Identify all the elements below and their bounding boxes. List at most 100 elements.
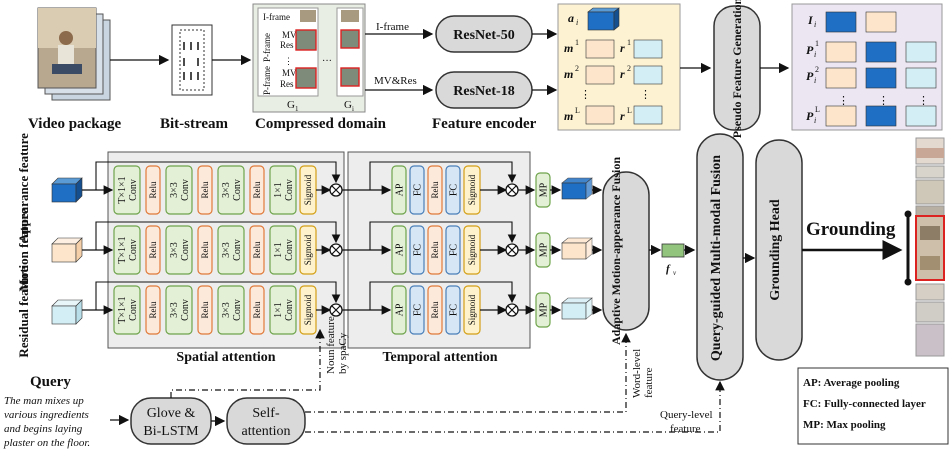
svg-text:r: r — [620, 67, 625, 81]
svg-text:L: L — [575, 106, 580, 115]
residual-ap — [391, 285, 407, 335]
appearance-input-cube — [51, 177, 83, 203]
noun-feature-path — [170, 328, 325, 398]
residual-relu-2-text: Relu — [200, 301, 210, 318]
video-package-icon — [37, 7, 111, 101]
appearance-relu-2-text: Relu — [200, 181, 210, 198]
motion-relu-2-text: Relu — [200, 241, 210, 258]
appearance-conv-t11 — [113, 165, 141, 215]
appearance-ap — [391, 165, 407, 215]
appearance-conv-33b — [217, 165, 245, 215]
temporal-attention-label: Temporal attention — [383, 350, 498, 365]
appearance-fc-2 — [445, 165, 461, 215]
appearance-conv-t11-text: T×1×1Conv — [117, 176, 139, 203]
appearance-fc-1-text: FC — [413, 184, 424, 197]
motion-conv-33a-text: 3×3Conv — [169, 239, 191, 261]
residual-conv-11-text: 1×1Conv — [273, 299, 295, 321]
svg-text:Bi-LSTM: Bi-LSTM — [143, 424, 199, 439]
resnet18-label: ResNet-18 — [453, 84, 514, 99]
motion-relu-t-text: Relu — [430, 241, 440, 258]
svg-text:a: a — [568, 11, 574, 25]
motion-conv-33b — [217, 225, 245, 275]
motion-conv-33a — [165, 225, 193, 275]
compressed-domain-label: Compressed domain — [255, 116, 387, 132]
appearance-relu-3 — [249, 165, 265, 215]
motion-conv-11 — [269, 225, 297, 275]
adaptive-fusion-block — [602, 171, 650, 331]
residual-output-cube — [561, 302, 587, 320]
residual-fc-2-text: FC — [449, 304, 460, 317]
motion-relu-1-text: Relu — [148, 241, 158, 258]
motion-sigmoid-t-text: Sigmoid — [467, 234, 477, 265]
residual-relu-3 — [249, 285, 265, 335]
motion-relu-3 — [249, 225, 265, 275]
motion-fc-2-text: FC — [449, 244, 460, 257]
svg-text:L: L — [815, 105, 820, 114]
fv-feature-block — [661, 243, 685, 258]
svg-text:i: i — [814, 20, 816, 29]
residual-conv-t11-text: T×1×1Conv — [117, 296, 139, 323]
svg-text:m: m — [564, 41, 573, 55]
residual-relu-1 — [145, 285, 161, 335]
svg-text:1: 1 — [295, 105, 299, 113]
legend-fc: FC: Fully-connected layer — [803, 398, 926, 410]
word-level-label-1: Word-level — [631, 349, 643, 398]
svg-text:P: P — [806, 69, 814, 83]
appearance-output-cube — [561, 182, 587, 200]
svg-text:i: i — [352, 105, 354, 113]
residual-fc-2 — [445, 285, 461, 335]
appearance-conv-11 — [269, 165, 297, 215]
svg-text:Self-: Self- — [252, 406, 280, 421]
mvres-arrow-label: MV&Res — [374, 75, 417, 87]
motion-output-cube — [561, 242, 587, 260]
self-attention-block — [226, 397, 306, 445]
residual-relu-t — [427, 285, 443, 335]
query-guided-fusion-block — [696, 133, 744, 381]
motion-relu-1 — [145, 225, 161, 275]
appearance-fc-2-text: FC — [449, 184, 460, 197]
svg-text:⋮: ⋮ — [284, 56, 293, 66]
appearance-relu-t-text: Relu — [430, 181, 440, 198]
residual-conv-33b — [217, 285, 245, 335]
res-tag-2: Res — [280, 79, 294, 89]
motion-fc-1-text: FC — [413, 244, 424, 257]
appearance-fc-1 — [409, 165, 425, 215]
motion-conv-t11-text: T×1×1Conv — [117, 236, 139, 263]
svg-text:Glove &: Glove & — [147, 406, 196, 421]
svg-text:v: v — [673, 269, 677, 277]
legend-ap: AP: Average pooling — [803, 377, 900, 389]
pframe-tag-2: P-frame — [262, 66, 272, 95]
resnet50-label: ResNet-50 — [453, 28, 514, 43]
residual-relu-1-text: Relu — [148, 301, 158, 318]
svg-text:1: 1 — [575, 38, 579, 47]
mv-tag-2: MV — [282, 68, 297, 78]
motion-relu-t — [427, 225, 443, 275]
svg-text:r: r — [620, 109, 625, 123]
svg-text:⋮: ⋮ — [838, 95, 849, 107]
bitstream-icon — [171, 24, 213, 96]
query-text-line-1: The man mixes up — [4, 395, 84, 407]
svg-text:⋮: ⋮ — [580, 89, 591, 101]
svg-text:m: m — [564, 67, 573, 81]
group-dots: ··· — [322, 56, 332, 67]
svg-text:r: r — [620, 41, 625, 55]
svg-text:m: m — [564, 109, 573, 123]
query-level-label-1: Query-level — [660, 409, 713, 421]
svg-text:⋮: ⋮ — [640, 89, 651, 101]
residual-fc-1-text: FC — [413, 304, 424, 317]
residual-conv-33a — [165, 285, 193, 335]
svg-text:attention: attention — [242, 424, 291, 439]
residual-conv-11 — [269, 285, 297, 335]
query-title: Query — [30, 374, 71, 390]
residual-conv-33a-text: 3×3Conv — [169, 299, 191, 321]
spatial-attention-label: Spatial attention — [176, 350, 275, 365]
appearance-relu-t — [427, 165, 443, 215]
svg-text:2: 2 — [815, 65, 819, 74]
g1-label: G — [287, 99, 295, 111]
pseudo-feature-label: Pseudo Feature Generation — [730, 0, 744, 138]
residual-fc-1 — [409, 285, 425, 335]
motion-ap-text: AP — [395, 243, 406, 256]
appearance-cube-top — [587, 7, 620, 31]
legend-mp: MP: Max pooling — [803, 419, 886, 431]
motion-ap — [391, 225, 407, 275]
